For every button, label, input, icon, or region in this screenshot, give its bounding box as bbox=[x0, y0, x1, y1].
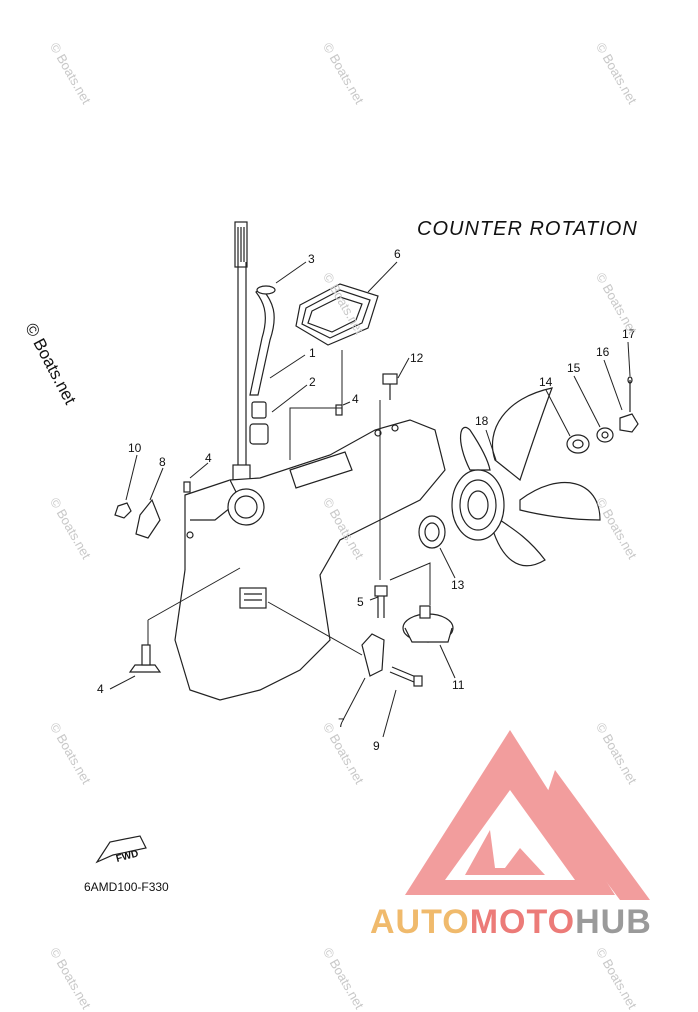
diagram-title: COUNTER ROTATION bbox=[417, 218, 638, 240]
plate-9 bbox=[135, 498, 161, 539]
automotohub-logo bbox=[405, 730, 650, 900]
parts-diagram: 3 6 1 2 4 4 12 10 8 4 5 7 9 11 13 14 15 … bbox=[21, 40, 652, 1011]
callout-2: 2 bbox=[309, 375, 316, 389]
washer-15 bbox=[566, 434, 590, 454]
nut-17 bbox=[619, 413, 639, 433]
brand-part-moto: MOTO bbox=[469, 903, 576, 941]
gasket bbox=[295, 283, 379, 346]
callout-12: 11 bbox=[452, 678, 465, 692]
fwd-arrow bbox=[95, 835, 147, 864]
part-code: 6AMD100-F330 bbox=[84, 880, 169, 894]
brand-wordmark: AUTOMOTOHUB bbox=[370, 903, 652, 942]
callout-17: 16 bbox=[596, 345, 610, 359]
callout-3: 3 bbox=[308, 252, 315, 266]
dowel-pin-1 bbox=[183, 481, 191, 493]
dowel-pin-2 bbox=[335, 404, 343, 416]
callout-labels: 3 6 1 2 4 4 12 10 8 4 5 7 9 11 13 14 15 … bbox=[97, 247, 636, 865]
callout-4b: 4 bbox=[352, 392, 359, 406]
callout-16: 15 bbox=[567, 361, 581, 375]
diagram-drawing: 3 6 1 2 4 4 12 10 8 4 5 7 9 11 13 14 15 … bbox=[95, 221, 650, 900]
callout-7: 6 bbox=[394, 247, 401, 261]
leader-lines bbox=[109, 261, 631, 738]
spacer-14 bbox=[418, 515, 446, 549]
washer-16 bbox=[596, 427, 614, 443]
nut-11 bbox=[114, 502, 132, 519]
bolt-5 bbox=[128, 644, 162, 673]
propeller-19 bbox=[451, 387, 601, 567]
grommet-1 bbox=[251, 401, 267, 419]
callout-1: 1 bbox=[309, 346, 316, 360]
anode-12 bbox=[402, 605, 454, 643]
water-tube bbox=[249, 287, 275, 396]
pin-18 bbox=[627, 376, 633, 412]
bolt-13 bbox=[382, 373, 398, 400]
brand-part-hub: HUB bbox=[575, 903, 652, 941]
callout-11: 10 bbox=[128, 441, 142, 455]
callout-10: 9 bbox=[373, 739, 380, 753]
bolt-6 bbox=[374, 585, 388, 618]
drive-shaft bbox=[232, 221, 251, 488]
callout-8: 7 bbox=[338, 716, 345, 730]
callout-4a: 4 bbox=[205, 451, 212, 465]
lower-casing bbox=[174, 419, 446, 701]
brand-part-auto: AUTO bbox=[370, 903, 470, 941]
callout-14: 13 bbox=[451, 578, 465, 592]
grommet-2 bbox=[249, 423, 269, 445]
plate-8 bbox=[361, 633, 385, 677]
callout-19: 18 bbox=[475, 414, 489, 428]
callout-6: 5 bbox=[357, 595, 364, 609]
callout-9: 8 bbox=[159, 455, 166, 469]
callout-13: 12 bbox=[410, 351, 424, 365]
callout-18: 17 bbox=[622, 327, 636, 341]
callout-5: 4 bbox=[97, 682, 104, 696]
bolt-10 bbox=[389, 666, 423, 687]
callout-15: 14 bbox=[539, 375, 553, 389]
